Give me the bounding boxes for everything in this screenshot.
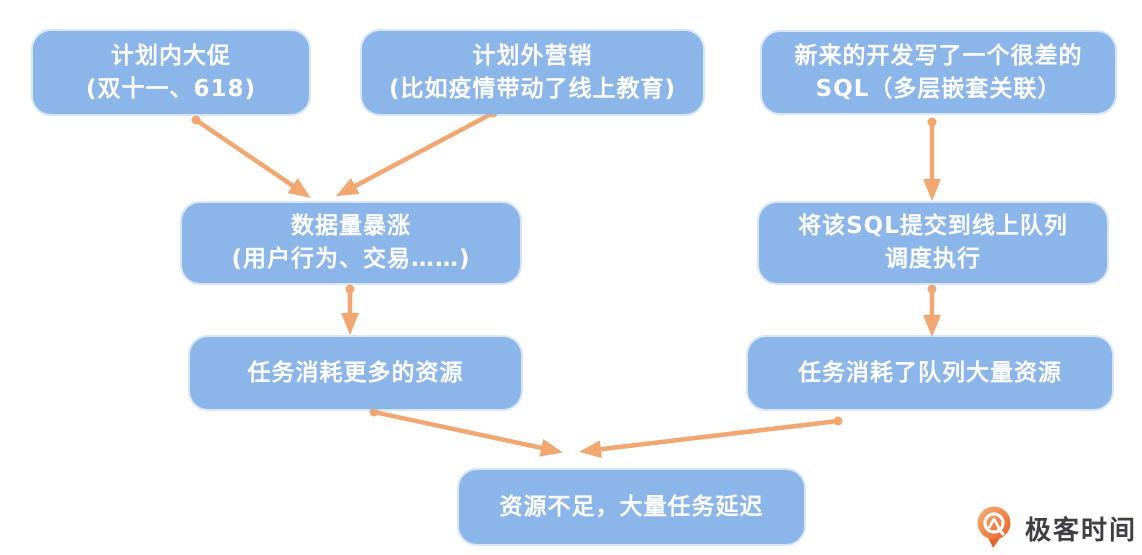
- node-bad-sql: 新来的开发写了一个很差的 SQL（多层嵌套关联）: [762, 32, 1115, 113]
- node-label-line: (用户行为、交易……): [231, 246, 471, 272]
- arrow-bad-sql-to-submit-sql: [923, 117, 941, 201]
- node-label-line: 计划内大促: [111, 42, 231, 69]
- node-label-line: (双十一、618): [85, 75, 257, 102]
- arrow-unplanned-marketing-to-data-surge: [335, 108, 498, 197]
- node-submit-sql: 将该SQL提交到线上队列 调度执行: [759, 203, 1107, 283]
- arrow-more-resources-to-delayed-tasks: [369, 407, 563, 457]
- node-label-line: 任务消耗更多的资源: [247, 359, 464, 386]
- node-unplanned-marketing: 计划外营销 (比如疫情带动了线上教育): [362, 31, 703, 114]
- node-label-line: (比如疫情带动了线上教育): [388, 75, 677, 102]
- node-more-resources: 任务消耗更多的资源: [190, 337, 521, 409]
- node-planned-promo: 计划内大促 (双十一、618): [33, 31, 309, 114]
- node-label-line: 计划外营销: [472, 42, 593, 69]
- node-label-line: 资源不足，大量任务延迟: [499, 493, 764, 520]
- geektime-logo-text: 极客时间: [1025, 515, 1138, 546]
- node-label-line: 调度执行: [885, 246, 981, 272]
- node-data-surge: 数据量暴涨 (用户行为、交易……): [182, 203, 520, 283]
- geektime-logo: 极客时间: [976, 506, 1137, 550]
- arrow-queue-resources-to-delayed-tasks: [579, 416, 843, 459]
- node-label-line: 将该SQL提交到线上队列: [798, 213, 1068, 240]
- arrow-planned-promo-to-data-surge: [191, 115, 311, 198]
- node-delayed-tasks: 资源不足，大量任务延迟: [459, 470, 804, 544]
- geektime-logo-icon: [977, 506, 1011, 548]
- node-queue-resources: 任务消耗了队列大量资源: [748, 337, 1112, 409]
- node-label-line: SQL（多层嵌套关联）: [815, 75, 1062, 102]
- node-label-line: 数据量暴涨: [291, 213, 411, 240]
- node-label-line: 任务消耗了队列大量资源: [798, 359, 1062, 386]
- arrow-data-surge-to-more-resources: [341, 284, 359, 335]
- node-label-line: 新来的开发写了一个很差的: [794, 42, 1083, 69]
- arrow-submit-sql-to-queue-resources: [923, 284, 941, 337]
